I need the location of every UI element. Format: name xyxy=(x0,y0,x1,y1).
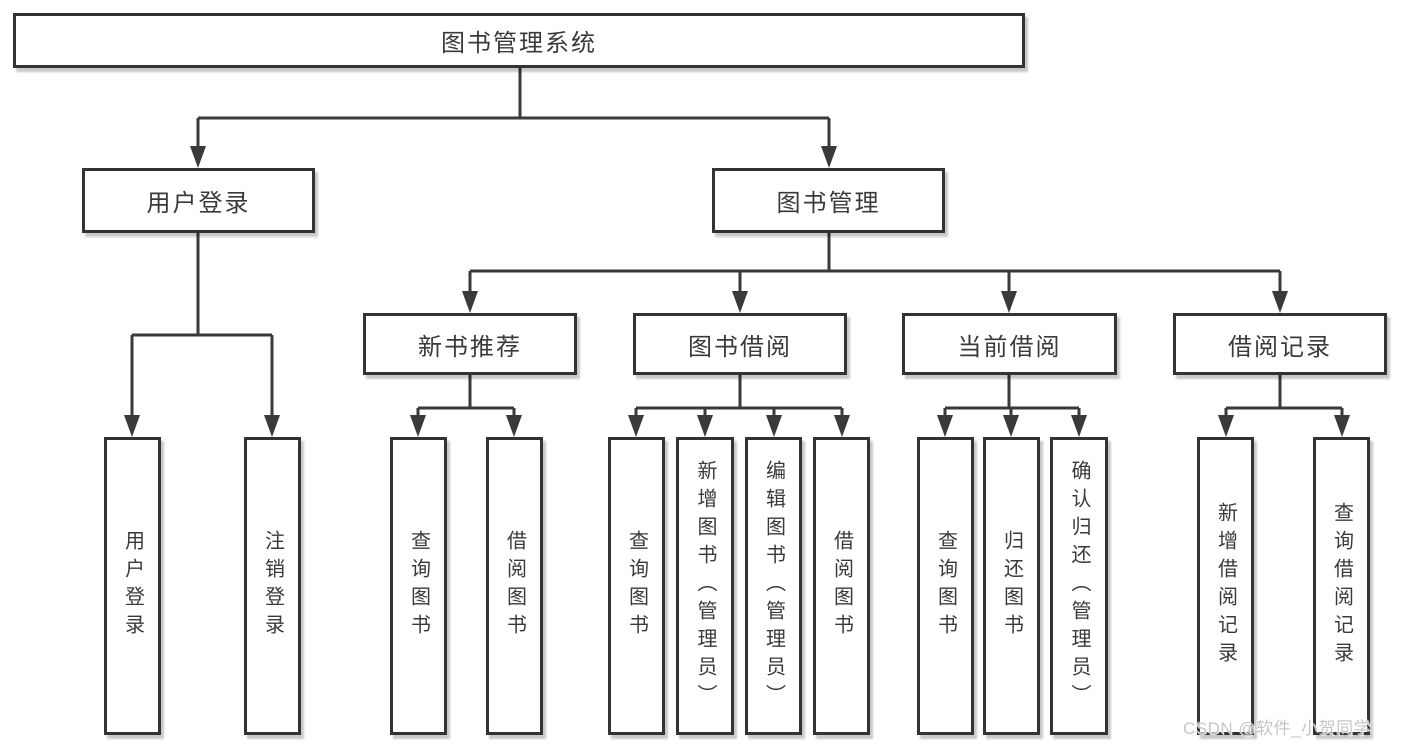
leaf-bb-query-books: 查询图书 xyxy=(608,437,665,735)
node-current-borrowing: 当前借阅 xyxy=(902,313,1117,375)
node-root: 图书管理系统 xyxy=(13,13,1025,68)
leaf-nb-query-books-label: 查询图书 xyxy=(407,530,430,642)
leaf-cb-return-books-label: 归还图书 xyxy=(1000,530,1023,642)
leaf-bb-add-books-admin-label: 新增图书（管理员） xyxy=(694,460,716,712)
leaf-logout-login: 注销登录 xyxy=(244,437,301,735)
leaf-cb-query-books-label: 查询图书 xyxy=(934,530,957,642)
node-user-login-label: 用户登录 xyxy=(146,190,251,217)
leaf-nb-query-books: 查询图书 xyxy=(390,437,447,735)
leaf-cb-confirm-return-admin: 确认归还（管理员） xyxy=(1050,437,1108,735)
leaf-bb-add-books-admin: 新增图书（管理员） xyxy=(676,437,734,735)
leaf-bb-borrow-books: 借阅图书 xyxy=(813,437,870,735)
leaf-bb-edit-books-admin-label: 编辑图书（管理员） xyxy=(762,460,785,712)
csdn-watermark: CSDN @软件_小贺同学 xyxy=(1183,719,1372,738)
leaf-logout-login-label: 注销登录 xyxy=(261,530,284,642)
leaf-bb-borrow-books-label: 借阅图书 xyxy=(830,530,853,642)
node-user-login: 用户登录 xyxy=(82,168,315,233)
leaf-nb-borrow-books: 借阅图书 xyxy=(486,437,543,735)
leaf-br-query-record: 查询借阅记录 xyxy=(1313,437,1370,735)
leaf-nb-borrow-books-label: 借阅图书 xyxy=(503,530,526,642)
node-current-borrowing-label: 当前借阅 xyxy=(957,333,1062,361)
node-book-management-label: 图书管理 xyxy=(776,190,881,217)
node-book-management: 图书管理 xyxy=(712,168,945,233)
node-borrowing-records: 借阅记录 xyxy=(1173,313,1387,375)
leaf-br-add-record: 新增借阅记录 xyxy=(1197,437,1254,735)
leaf-cb-query-books: 查询图书 xyxy=(917,437,974,735)
node-book-borrowing: 图书借阅 xyxy=(633,313,847,375)
node-borrowing-records-label: 借阅记录 xyxy=(1228,333,1332,361)
node-book-borrowing-label: 图书借阅 xyxy=(688,333,792,361)
leaf-cb-return-books: 归还图书 xyxy=(983,437,1040,735)
leaf-cb-confirm-return-admin-label: 确认归还（管理员） xyxy=(1068,460,1090,712)
arrowheads xyxy=(124,146,1350,437)
node-root-label: 图书管理系统 xyxy=(441,30,597,57)
leaf-bb-query-books-label: 查询图书 xyxy=(625,530,648,642)
node-new-book-recommend-label: 新书推荐 xyxy=(418,333,522,361)
leaf-user-login-label: 用户登录 xyxy=(121,530,144,642)
leaf-br-add-record-label: 新增借阅记录 xyxy=(1214,502,1237,670)
leaf-br-query-record-label: 查询借阅记录 xyxy=(1330,502,1353,670)
leaf-user-login: 用户登录 xyxy=(104,437,161,735)
node-new-book-recommend: 新书推荐 xyxy=(363,313,577,375)
leaf-bb-edit-books-admin: 编辑图书（管理员） xyxy=(745,437,802,735)
